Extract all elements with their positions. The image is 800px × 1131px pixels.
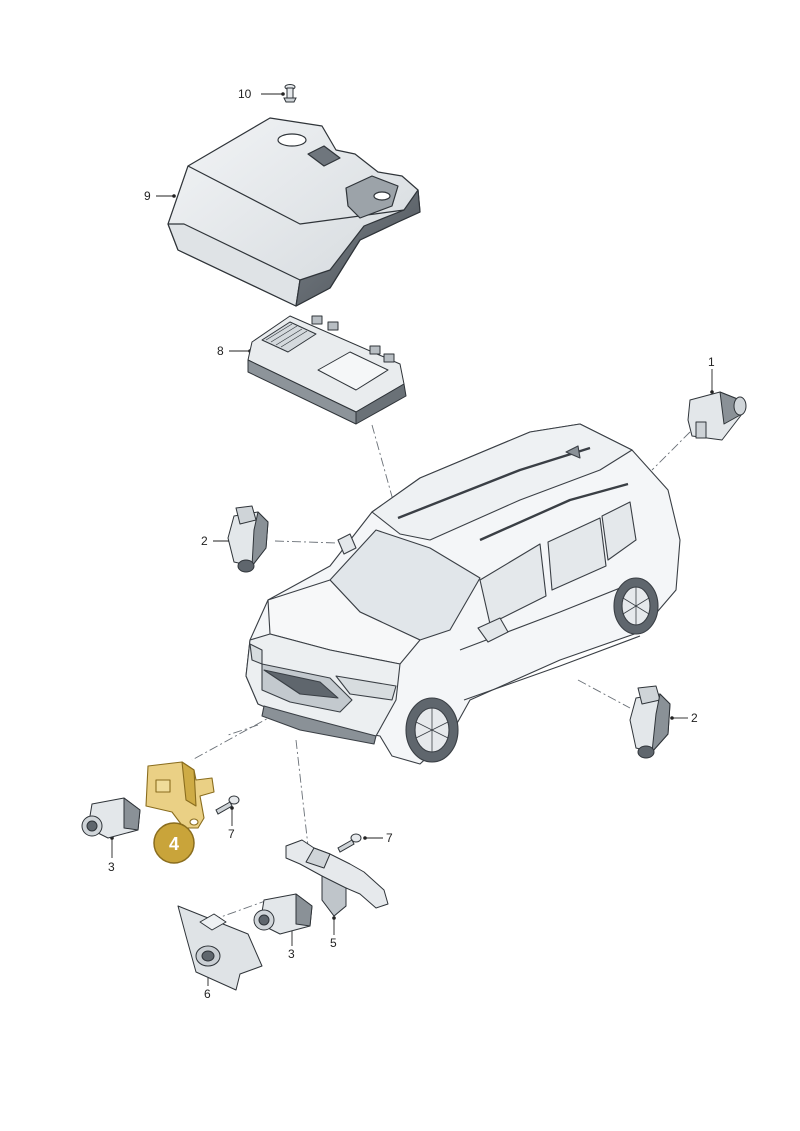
camera-part-3-right: [253, 893, 313, 935]
label-part-8: 8: [217, 344, 224, 358]
sensor-part-1: [687, 391, 747, 441]
camera-part-3-left: [81, 797, 141, 839]
label-part-3-right: 3: [288, 947, 295, 961]
label-part-7-left: 7: [228, 827, 235, 841]
suv-car-illustration: [245, 423, 681, 765]
screw-part-7-left: [215, 795, 240, 815]
badge-number: 4: [169, 834, 179, 854]
label-part-9: 9: [144, 189, 151, 203]
label-part-7-right: 7: [386, 831, 393, 845]
screw-part-7-right: [337, 833, 362, 853]
control-unit-part-8: [247, 315, 407, 425]
label-part-2-right: 2: [691, 711, 698, 725]
sensor-part-2-right: [629, 685, 671, 759]
screw-part-10: [283, 84, 297, 103]
label-part-5: 5: [330, 936, 337, 950]
part-4-badge: 4: [153, 822, 195, 864]
label-part-10: 10: [238, 87, 252, 101]
bracket-part-5: [285, 839, 389, 917]
label-part-6: 6: [204, 987, 211, 1001]
bracket-part-4-highlighted: [145, 761, 215, 829]
label-part-3-left: 3: [108, 860, 115, 874]
label-part-2-left: 2: [201, 534, 208, 548]
cover-part-9: [167, 117, 421, 307]
leader-lines: [191, 424, 691, 919]
bracket-part-6: [177, 905, 263, 991]
sensor-part-2-left: [227, 505, 269, 573]
label-part-1: 1: [708, 355, 715, 369]
